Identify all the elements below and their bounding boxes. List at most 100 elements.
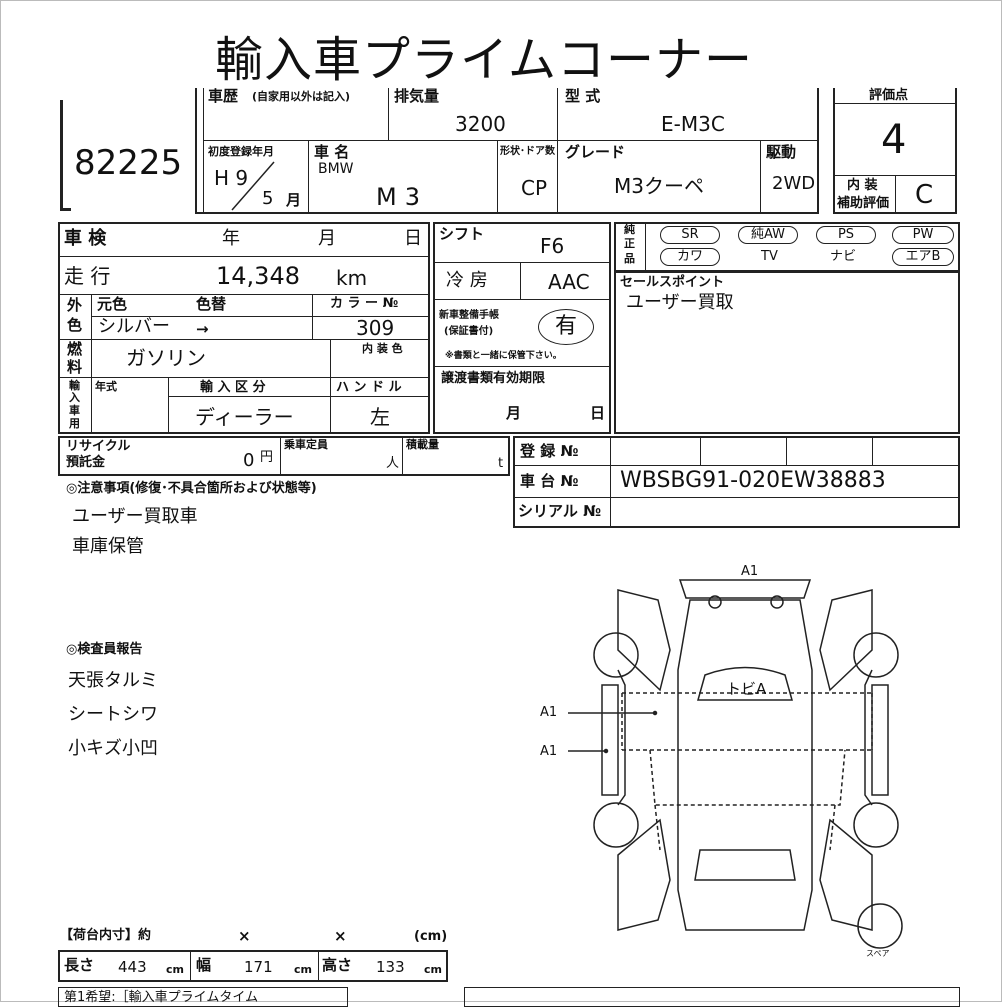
body-type-value: CP (521, 176, 548, 200)
height-value: 133 (376, 958, 405, 976)
chassis-value: WBSBG91-020EW38883 (620, 468, 886, 493)
inspector-line-2: シートシワ (68, 704, 158, 725)
fuel-value: ガソリン (126, 346, 206, 370)
page-title: 輸入車プライムコーナー (215, 32, 754, 88)
displacement-label: 排気量 (394, 87, 440, 105)
equip-side-3: 品 (624, 252, 635, 265)
equip-alloy-wheel: 純AW (738, 226, 798, 244)
vehicle-info-box (195, 88, 819, 214)
maintenance-value: 有 (555, 314, 578, 339)
first-reg-month-unit: 月 (286, 191, 302, 209)
color-value: シルバー (98, 316, 170, 337)
recycle-label-2: 預託金 (66, 455, 106, 470)
score-value: 4 (881, 117, 907, 163)
inspection-year: 年 (222, 228, 240, 249)
equip-side-2: 正 (624, 237, 635, 250)
recycle-label-1: リサイクル (66, 439, 131, 454)
import-year-label: 年式 (95, 380, 117, 393)
color-code-label: カ ラ ー № (330, 296, 399, 311)
cargo-unit: (cm) (414, 929, 448, 944)
equip-side-1: 純 (624, 223, 635, 236)
score-label: 評価点 (869, 88, 909, 103)
maintenance-circle (538, 309, 594, 345)
first-reg-label: 初度登録年月 (208, 145, 274, 158)
notes-line-1: ユーザー買取車 (72, 506, 198, 527)
interior-color-label: 内 装 色 (362, 342, 403, 355)
footer-right-box (464, 987, 960, 1007)
body-type-label: 形状･ドア数 (500, 146, 555, 157)
interior-label-1: 内 装 (847, 178, 878, 193)
history-sub: (自家用以外は記入) (252, 90, 351, 103)
equip-sr: SR (660, 226, 720, 244)
footer-text: 第1希望:［輸入車プライムタイム (64, 990, 259, 1005)
grade-label: グレード (565, 143, 626, 161)
registration-label: 登 録 № (520, 442, 579, 460)
color-orig-label: 元色 (97, 295, 128, 313)
cargo-label: 【荷台内寸】約 (60, 928, 152, 943)
recycle-box (58, 436, 510, 476)
capacity-unit: 人 (386, 456, 400, 471)
car-name-label: 車 名 (314, 143, 350, 161)
shift-label: シフト (439, 225, 485, 243)
cargo-x1: × (238, 927, 251, 945)
shift-box (433, 222, 611, 434)
inspector-line-3: 小キズ小凹 (68, 738, 158, 759)
sales-point-label: セールスポイント (620, 275, 725, 290)
equip-airbag: エアB (892, 248, 954, 266)
maintenance-label-1: 新車整備手帳 (439, 310, 499, 321)
color-side-2: 色 (67, 316, 83, 334)
length-value: 443 (118, 958, 147, 976)
mileage-value: 14,348 (216, 262, 300, 290)
cargo-x2: × (334, 927, 347, 945)
registration-box (513, 436, 960, 528)
drive-label: 駆動 (766, 143, 797, 161)
equip-ps: PS (816, 226, 876, 244)
equip-tv: TV (761, 249, 778, 264)
inspector-label: ◎検査員報告 (66, 642, 143, 657)
notes-line-2: 車庫保管 (72, 536, 144, 557)
width-unit: cm (294, 963, 312, 976)
handle-value: 左 (370, 405, 390, 429)
diagram-windshield-label: トビA (726, 680, 767, 698)
equip-navi: ナビ (830, 249, 857, 264)
displacement-value: 3200 (455, 112, 506, 136)
sales-point-value: ユーザー買取 (626, 292, 734, 313)
first-reg-slash (231, 161, 275, 211)
load-unit: t (498, 456, 504, 471)
ac-value: AAC (548, 270, 590, 294)
load-label: 積載量 (406, 438, 439, 451)
diagram-left-label-1: A1 (540, 705, 558, 720)
transfer-day: 日 (590, 404, 606, 422)
diagram-left-label-2: A1 (540, 744, 558, 759)
color-side-1: 外 (67, 296, 83, 314)
recycle-unit: 円 (260, 450, 274, 465)
car-maker: BMW (318, 161, 354, 177)
model-type-label: 型 式 (565, 87, 601, 105)
first-reg-month: 5 (262, 188, 274, 209)
car-name-value: M3 (376, 183, 428, 211)
import-type-value: ディーラー (195, 405, 294, 429)
lot-number: 82225 (74, 143, 183, 183)
color-arrow: → (196, 320, 209, 338)
width-value: 171 (244, 958, 273, 976)
dims-box (58, 950, 448, 982)
color-code: 309 (356, 316, 395, 340)
length-label: 長さ (64, 956, 95, 974)
color-change-label: 色替 (196, 295, 227, 313)
grade-value: M3クーペ (614, 174, 704, 198)
model-type-value: E-M3C (661, 112, 725, 136)
mileage-label: 走 行 (64, 264, 111, 288)
inspection-day: 日 (404, 228, 422, 249)
equip-pw: PW (892, 226, 954, 244)
shift-value: F6 (540, 234, 565, 258)
sales-point-box (614, 271, 960, 434)
inspection-month: 月 (318, 228, 336, 249)
chassis-label: 車 台 № (520, 472, 579, 490)
capacity-label: 乗車定員 (284, 438, 328, 451)
car-diagram (568, 579, 903, 949)
interior-score-value: C (915, 180, 934, 210)
import-side-4: 用 (69, 417, 80, 430)
height-label: 高さ (322, 956, 353, 974)
diagram-spare-label: スペア (866, 949, 890, 958)
notes-label: ◎注意事項(修復･不具合箇所および状態等) (66, 481, 317, 496)
